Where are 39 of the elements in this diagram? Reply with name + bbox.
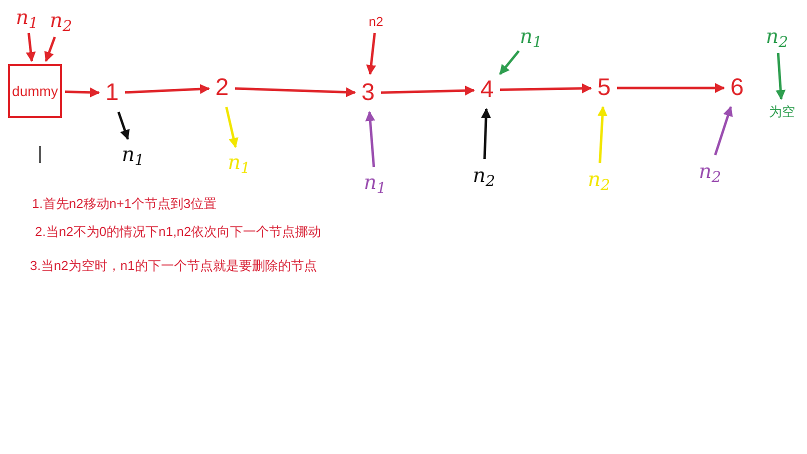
pointer-label: n$_{2}$ (760, 22, 794, 50)
pointer-label: n$_{2}$ (46, 6, 76, 34)
note-text: 1.首先n2移动n+1个节点到3位置 (32, 195, 217, 213)
pointer-label: n$_{1}$ (516, 24, 546, 48)
pointer-label: n$_{2}$ (584, 166, 614, 192)
node-box: dummy (8, 64, 62, 118)
pointer-label: n2 (364, 12, 388, 30)
arrow (26, 32, 36, 62)
node-number: 5 (594, 72, 614, 104)
arrow (776, 52, 786, 100)
arrow (234, 87, 356, 98)
arrow (117, 112, 130, 140)
node-number: 1 (102, 77, 122, 109)
note-text: 3.当n2为空时，n1的下一个节点就是要删除的节点 (30, 257, 317, 275)
arrow (597, 106, 608, 164)
arrow (380, 86, 475, 96)
arrow (617, 83, 725, 93)
arrow (481, 108, 491, 160)
arrow (225, 106, 238, 148)
pointer-label: n$_{2}$ (694, 158, 726, 184)
pointer-label: n$_{2}$ (468, 162, 500, 188)
arrow (500, 83, 592, 94)
pointer-label: 为空 (766, 102, 798, 120)
pointer-label: n$_{1}$ (14, 4, 40, 30)
note-text: 2.当n2不为0的情况下n1,n2依次向下一个节点挪动 (35, 223, 322, 241)
arrow (44, 36, 56, 62)
node-number: 3 (358, 77, 378, 109)
arrow (365, 111, 376, 168)
node-number: 4 (477, 74, 497, 106)
arrow (64, 87, 100, 98)
arrow (366, 32, 376, 75)
node-number: 2 (212, 72, 232, 104)
arrow (714, 106, 733, 156)
pointer-label: n$_{1}$ (360, 170, 390, 194)
arrow (124, 84, 210, 94)
arrow (499, 50, 520, 75)
node-number: 6 (727, 72, 747, 104)
pointer-label: n$_{1}$ (118, 142, 148, 166)
pointer-label: n$_{1}$ (224, 150, 254, 174)
